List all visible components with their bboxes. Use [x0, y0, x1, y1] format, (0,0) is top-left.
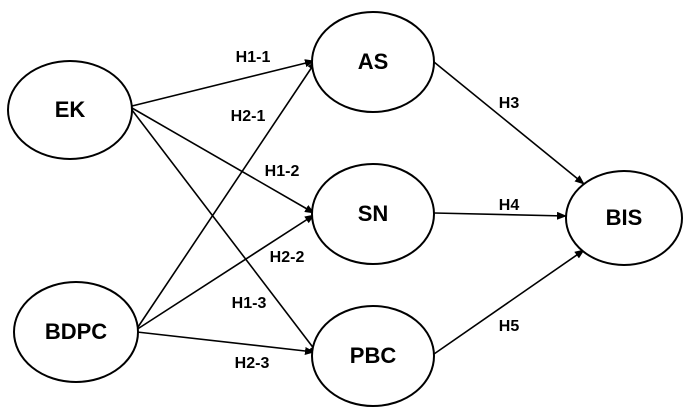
edge-label-h1-1: H1-1 — [236, 49, 271, 66]
edge-as-to-bis — [433, 61, 585, 185]
node-bdpc-label: BDPC — [45, 319, 107, 344]
node-pbc: PBC — [311, 305, 435, 407]
edge-pbc-to-bis — [433, 249, 585, 355]
edge-label-h3: H3 — [499, 95, 520, 112]
edge-ek-to-as — [131, 59, 315, 107]
node-as-label: AS — [358, 49, 389, 74]
edge-bdpc-to-pbc — [136, 331, 315, 355]
node-bdpc-ellipse — [13, 281, 139, 383]
node-sn: SN — [311, 163, 435, 265]
node-bis-label: BIS — [606, 205, 643, 230]
node-sn-label: SN — [358, 201, 389, 226]
node-sn-ellipse — [311, 163, 435, 265]
edge-label-h1-3: H1-3 — [232, 295, 267, 312]
node-as: AS — [311, 11, 435, 113]
node-bis: BIS — [565, 170, 683, 266]
node-bis-ellipse — [565, 170, 683, 266]
edge-bdpc-to-sn — [135, 214, 315, 331]
node-ek-ellipse — [7, 60, 133, 160]
node-ek-label: EK — [55, 97, 86, 122]
edge-label-h2-3: H2-3 — [235, 355, 270, 372]
node-pbc-label: PBC — [350, 343, 397, 368]
edge-label-h2-1: H2-1 — [231, 108, 266, 125]
edge-bdpc-to-as — [135, 60, 317, 331]
edge-label-h5: H5 — [499, 318, 520, 335]
edge-sn-to-bis — [433, 211, 567, 220]
nodes-layer: EK BDPC AS SN PBC BIS — [7, 11, 683, 407]
node-bdpc: BDPC — [13, 281, 139, 383]
edges-layer — [131, 59, 585, 355]
node-ek: EK — [7, 60, 133, 160]
node-pbc-ellipse — [311, 305, 435, 407]
edge-label-h4: H4 — [499, 197, 520, 214]
edge-label-h2-2: H2-2 — [270, 249, 305, 266]
edge-ek-to-sn — [131, 107, 315, 214]
node-as-ellipse — [311, 11, 435, 113]
edge-label-h1-2: H1-2 — [265, 163, 300, 180]
edge-ek-to-pbc — [131, 109, 319, 355]
